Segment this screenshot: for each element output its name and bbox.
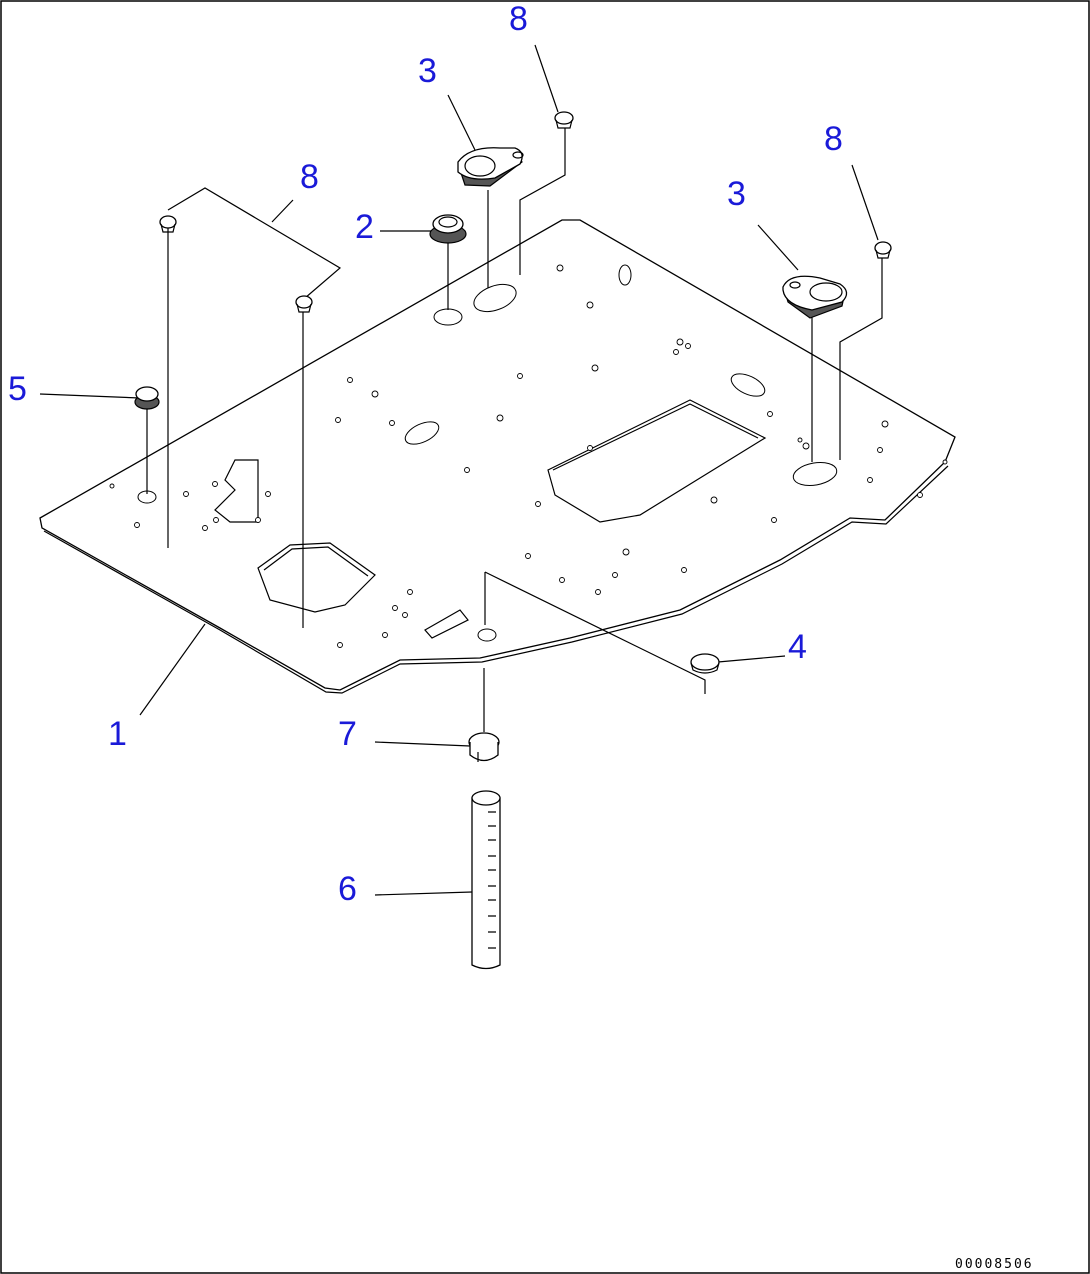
callout-3-right: 3 bbox=[727, 175, 746, 213]
callout-4: 4 bbox=[788, 628, 807, 666]
callout-6: 6 bbox=[338, 870, 357, 908]
callout-1: 1 bbox=[108, 715, 127, 753]
large-opening bbox=[547, 399, 767, 523]
callout-3-top: 3 bbox=[418, 52, 437, 90]
grommet-3-right bbox=[782, 275, 848, 319]
document-number: 00008506 bbox=[955, 1257, 1034, 1272]
bolt-8-left bbox=[159, 215, 177, 233]
hole bbox=[792, 462, 838, 486]
leader-lines bbox=[39, 44, 883, 896]
hole bbox=[618, 264, 632, 286]
callout-8-left: 8 bbox=[300, 158, 319, 196]
grommet-3-top bbox=[457, 147, 524, 187]
bolt-8-center bbox=[295, 295, 313, 313]
callout-7: 7 bbox=[338, 715, 357, 753]
small-holes bbox=[109, 264, 948, 648]
plug-4 bbox=[690, 653, 720, 674]
pedal-cutout bbox=[214, 459, 259, 523]
access-opening bbox=[257, 542, 376, 613]
pipe-6 bbox=[471, 790, 501, 970]
plug-5 bbox=[134, 386, 160, 410]
callout-8-top: 8 bbox=[509, 0, 528, 38]
callout-5: 5 bbox=[8, 370, 27, 408]
floor-plate bbox=[39, 219, 956, 694]
slot bbox=[730, 373, 766, 397]
clamp-7 bbox=[468, 732, 500, 762]
hole bbox=[433, 308, 463, 326]
slot bbox=[424, 609, 469, 639]
grommet-2 bbox=[429, 214, 467, 244]
hole bbox=[477, 628, 497, 642]
bolt-8-right bbox=[874, 241, 892, 259]
bolt-8-top bbox=[554, 111, 574, 129]
slot bbox=[404, 421, 440, 445]
callout-8-right: 8 bbox=[824, 120, 843, 158]
hole bbox=[473, 283, 517, 313]
callout-2: 2 bbox=[355, 208, 374, 246]
